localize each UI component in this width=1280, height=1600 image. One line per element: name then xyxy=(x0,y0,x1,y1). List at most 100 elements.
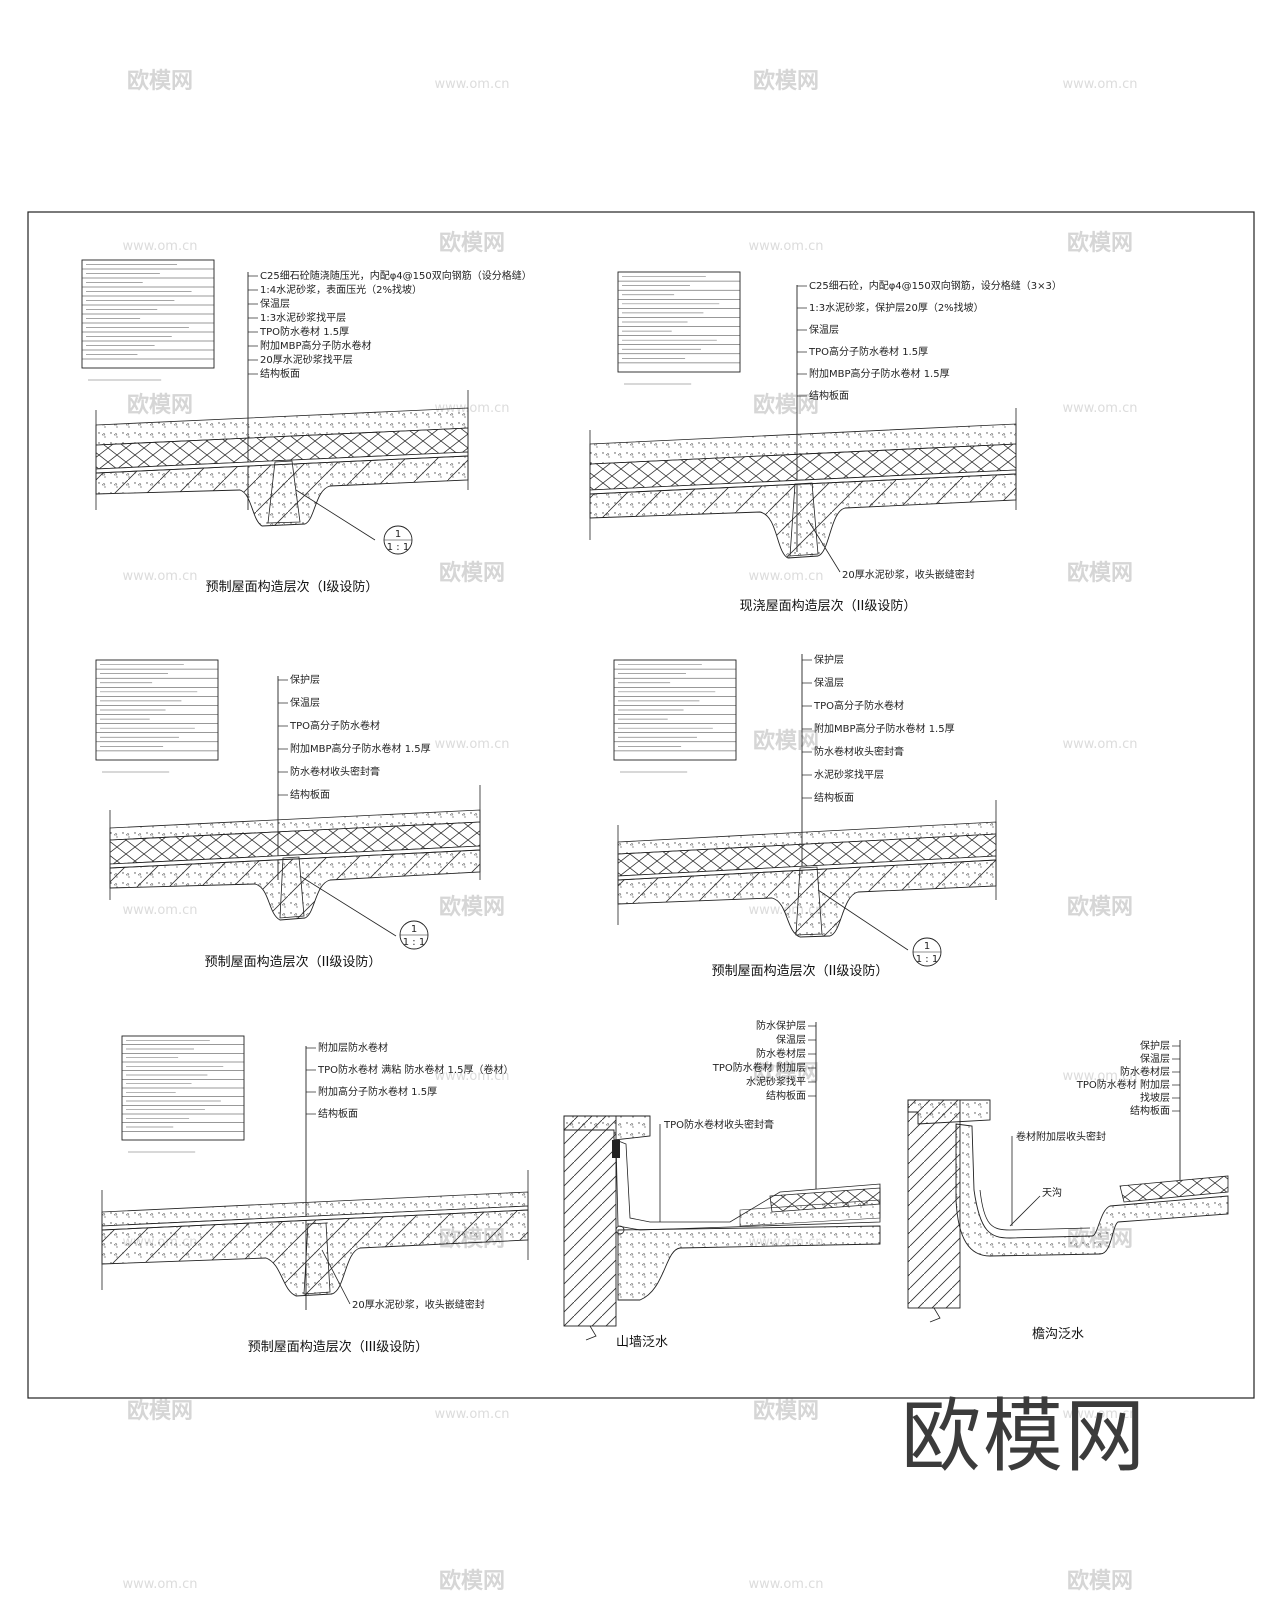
svg-text:1 : 1: 1 : 1 xyxy=(387,542,409,553)
watermark-url: www.om.cn xyxy=(1063,401,1138,416)
callout-label: 结构板面 xyxy=(766,1089,806,1102)
callout-label: 结构板面 xyxy=(809,389,849,402)
watermark-brand: 欧模网 xyxy=(753,68,819,94)
caption-7: 檐沟泛水 xyxy=(1032,1327,1084,1342)
brand-logo: 欧模网 xyxy=(901,1390,1147,1483)
svg-text:1 : 1: 1 : 1 xyxy=(403,937,425,948)
callout-label: 结构板面 xyxy=(1130,1104,1170,1117)
callout-label: 保护层 xyxy=(814,653,844,666)
watermark-url: www.om.cn xyxy=(435,737,510,752)
material-table-2 xyxy=(617,271,741,385)
detail-2: C25细石砼，内配φ4@150双向钢筋，设分格缝（3×3） 1:3水泥砂浆，保护层… xyxy=(589,271,1062,614)
callout-label: TPO防水卷材 满粘 防水卷材 1.5厚（卷材） xyxy=(317,1063,513,1076)
material-table-4 xyxy=(613,659,737,773)
callouts-2: C25细石砼，内配φ4@150双向钢筋，设分格缝（3×3） 1:3水泥砂浆，保护层… xyxy=(797,279,1062,402)
callout-label: 保温层 xyxy=(809,323,839,336)
callout-label: C25细石砼，内配φ4@150双向钢筋，设分格缝（3×3） xyxy=(809,279,1062,292)
watermark-url: www.om.cn xyxy=(123,903,198,918)
watermark-url: www.om.cn xyxy=(435,77,510,92)
watermark-url: www.om.cn xyxy=(1063,1407,1138,1422)
callout-label: 1:4水泥砂浆，表面压光（2%找坡） xyxy=(260,283,422,296)
callout-label: 保护层 xyxy=(1140,1039,1170,1052)
watermark-brand: 欧模网 xyxy=(753,392,819,418)
callout-label: 防水卷材层 xyxy=(756,1047,806,1060)
callout-label: 防水卷材收头密封膏 xyxy=(290,765,380,778)
svg-text:1 : 1: 1 : 1 xyxy=(916,954,938,965)
detail-ref-4: 1 xyxy=(924,941,930,952)
material-table-3 xyxy=(95,659,219,773)
roof-section-5: 20厚水泥砂浆，收头嵌缝密封 xyxy=(101,1170,529,1311)
callout-label: 保温层 xyxy=(260,297,290,310)
watermark-brand: 欧模网 xyxy=(753,728,819,754)
callout-label: TPO防水卷材 附加层 xyxy=(712,1061,806,1074)
watermark-url: www.om.cn xyxy=(123,239,198,254)
gutter-section: 卷材附加层收头密封 天沟 xyxy=(907,1099,1229,1323)
material-table-5 xyxy=(121,1035,245,1153)
callout-label: TPO高分子防水卷材 xyxy=(289,719,380,732)
roof-section-1: 1 1 : 1 xyxy=(95,390,469,555)
part-label-7: 天沟 xyxy=(1042,1186,1062,1199)
detail-1: C25细石砼随浇随压光，内配φ4@150双向钢筋（设分格缝）1:4水泥砂浆，表面… xyxy=(81,259,532,595)
callout-label: 20厚水泥砂浆找平层 xyxy=(260,353,353,366)
callout-label: 结构板面 xyxy=(290,788,330,801)
watermark-brand: 欧模网 xyxy=(753,1398,819,1424)
inline-note-7: 卷材附加层收头密封 xyxy=(1016,1130,1106,1143)
callout-label: 附加MBP高分子防水卷材 1.5厚 xyxy=(809,367,950,380)
watermark-url: www.om.cn xyxy=(435,1069,510,1084)
bottom-note-2: 20厚水泥砂浆，收头嵌缝密封 xyxy=(842,568,975,581)
callout-label: 水泥砂浆找平 xyxy=(746,1075,806,1088)
watermark-url: www.om.cn xyxy=(435,1407,510,1422)
watermark-url: www.om.cn xyxy=(123,569,198,584)
callout-label: 找坡层 xyxy=(1140,1091,1170,1104)
callout-label: 附加高分子防水卷材 1.5厚 xyxy=(318,1085,437,1098)
callouts-1: C25细石砼随浇随压光，内配φ4@150双向钢筋（设分格缝）1:4水泥砂浆，表面… xyxy=(248,269,532,380)
watermark-url: www.om.cn xyxy=(1063,1069,1138,1084)
callout-label: 结构板面 xyxy=(814,791,854,804)
callout-label: 1:3水泥砂浆找平层 xyxy=(260,311,346,324)
caption-4: 预制屋面构造层次（II级设防） xyxy=(712,963,889,979)
caption-6: 山墙泛水 xyxy=(616,1335,668,1350)
roof-section-4: 1 1 : 1 xyxy=(617,800,997,967)
callout-label: 保温层 xyxy=(776,1033,806,1046)
watermark-url: www.om.cn xyxy=(123,1577,198,1592)
bottom-note-5: 20厚水泥砂浆，收头嵌缝密封 xyxy=(352,1298,485,1311)
drawing-frame xyxy=(27,211,1255,1399)
callout-label: 结构板面 xyxy=(260,367,300,380)
callout-label: 附加层防水卷材 xyxy=(318,1041,388,1054)
watermark-brand: 欧模网 xyxy=(127,1398,193,1424)
watermark-brand: 欧模网 xyxy=(439,560,505,586)
callout-label: TPO高分子防水卷材 xyxy=(813,699,904,712)
callout-label: 防水卷材收头密封膏 xyxy=(814,745,904,758)
callouts-5: 附加层防水卷材 TPO防水卷材 满粘 防水卷材 1.5厚（卷材） 附加高分子防水卷材… xyxy=(306,1041,513,1120)
watermark-brand: 欧模网 xyxy=(1067,560,1133,586)
detail-ref-3: 1 xyxy=(411,924,417,935)
watermark-brand: 欧模网 xyxy=(1067,230,1133,256)
callout-label: 水泥砂浆找平层 xyxy=(814,768,884,781)
gable-section: TPO防水卷材收头密封膏 xyxy=(563,1115,881,1341)
watermark-brand: 欧模网 xyxy=(439,230,505,256)
callout-label: TPO防水卷材 附加层 xyxy=(1076,1078,1170,1091)
watermark-brand: 欧模网 xyxy=(439,894,505,920)
watermark-brand: 欧模网 xyxy=(127,392,193,418)
watermark-url: www.om.cn xyxy=(749,569,824,584)
callout-label: 1:3水泥砂浆，保护层20厚（2%找坡） xyxy=(809,301,984,314)
callout-label: 防水保护层 xyxy=(756,1019,806,1032)
caption-2: 现浇屋面构造层次（II级设防） xyxy=(740,598,917,614)
watermark-brand: 欧模网 xyxy=(1067,1568,1133,1594)
callout-label: 附加MBP高分子防水卷材 xyxy=(260,339,372,352)
material-table-1 xyxy=(81,259,215,381)
watermark-brand: 欧模网 xyxy=(1067,894,1133,920)
inline-note-6: TPO防水卷材收头密封膏 xyxy=(663,1118,774,1131)
caption-1: 预制屋面构造层次（I级设防） xyxy=(206,579,379,595)
watermark-url: www.om.cn xyxy=(749,1577,824,1592)
callout-label: 保温层 xyxy=(814,676,844,689)
callout-label: 保温层 xyxy=(1140,1052,1170,1065)
callout-label: TPO防水卷材 1.5厚 xyxy=(259,325,349,338)
